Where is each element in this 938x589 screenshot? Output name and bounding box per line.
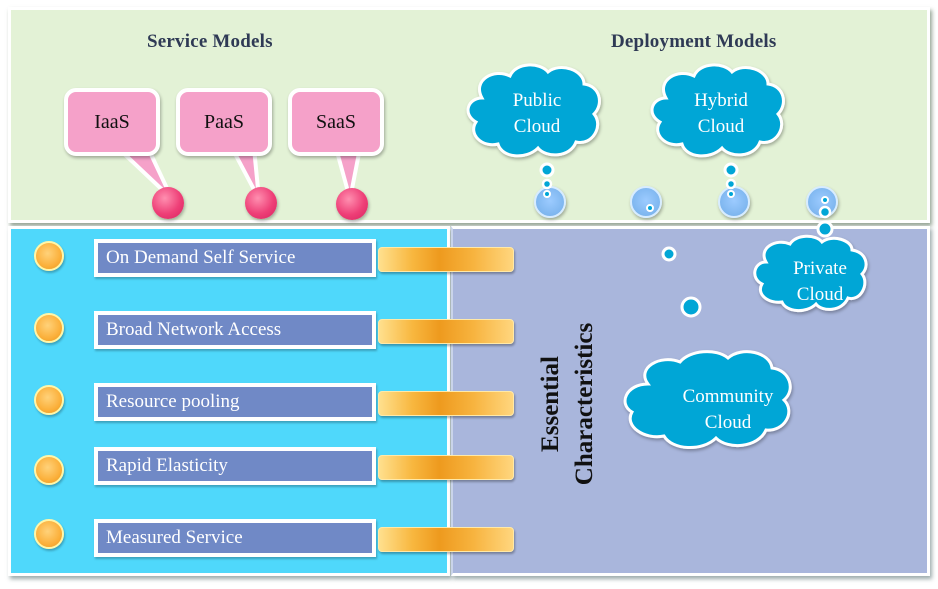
- public-cloud-label: Public Cloud: [487, 88, 587, 140]
- service-model-paas: PaaS: [176, 88, 272, 156]
- public-cloud-anchor-icon: [534, 186, 566, 218]
- bullet-icon: [34, 313, 64, 343]
- connector-bar: [378, 247, 514, 272]
- trail-dot-icon: [725, 178, 737, 190]
- trail-dot-icon: [661, 246, 677, 262]
- trail-dot-icon: [821, 196, 829, 204]
- characteristic-on-demand-self-service: On Demand Self Service: [94, 239, 376, 277]
- trail-dot-icon: [539, 162, 555, 178]
- connector-bar: [378, 455, 514, 480]
- hybrid-cloud-line1: Hybrid: [694, 90, 748, 111]
- trail-dot-icon: [818, 205, 832, 219]
- private-cloud-icon: [753, 234, 868, 312]
- service-models-title: Service Models: [147, 31, 273, 52]
- trail-dot-icon: [541, 178, 553, 190]
- characteristic-measured-service: Measured Service: [94, 519, 376, 557]
- bullet-icon: [34, 455, 64, 485]
- public-cloud-icon: [466, 63, 601, 158]
- connector-bar: [378, 319, 514, 344]
- private-cloud-label: Private Cloud: [770, 256, 870, 308]
- hybrid-cloud-icon: [650, 63, 785, 158]
- bullet-icon: [34, 241, 64, 271]
- private-cloud-line2: Cloud: [796, 284, 844, 305]
- connector-bar: [378, 391, 514, 416]
- community-cloud-line1: Community: [682, 386, 774, 407]
- service-model-iaas: IaaS: [64, 88, 160, 156]
- trail-dot-icon: [727, 190, 735, 198]
- public-cloud-line2: Cloud: [513, 116, 561, 137]
- bullet-icon: [34, 519, 64, 549]
- connector-bar: [378, 527, 514, 552]
- community-cloud-label: Community Cloud: [658, 384, 798, 436]
- paas-pin-icon: [245, 187, 277, 219]
- characteristic-resource-pooling: Resource pooling: [94, 383, 376, 421]
- characteristic-rapid-elasticity: Rapid Elasticity: [94, 447, 376, 485]
- community-cloud-icon: [623, 350, 792, 450]
- community-cloud-line2: Cloud: [704, 412, 752, 433]
- public-cloud-line1: Public: [512, 90, 562, 111]
- trail-dot-icon: [680, 296, 702, 318]
- community-cloud-anchor-icon: [630, 186, 662, 218]
- bullet-icon: [34, 385, 64, 415]
- service-model-saas: SaaS: [288, 88, 384, 156]
- hybrid-cloud-line2: Cloud: [697, 116, 745, 137]
- iaas-pin-icon: [152, 187, 184, 219]
- characteristic-broad-network-access: Broad Network Access: [94, 311, 376, 349]
- trail-dot-icon: [816, 220, 834, 238]
- deployment-models-title: Deployment Models: [611, 31, 777, 52]
- trail-dot-icon: [646, 204, 654, 212]
- trail-dot-icon: [543, 190, 551, 198]
- trail-dot-icon: [723, 162, 739, 178]
- private-cloud-line1: Private: [793, 258, 847, 279]
- hybrid-cloud-label: Hybrid Cloud: [671, 88, 771, 140]
- saas-pin-icon: [336, 188, 368, 220]
- hybrid-cloud-anchor-icon: [718, 186, 750, 218]
